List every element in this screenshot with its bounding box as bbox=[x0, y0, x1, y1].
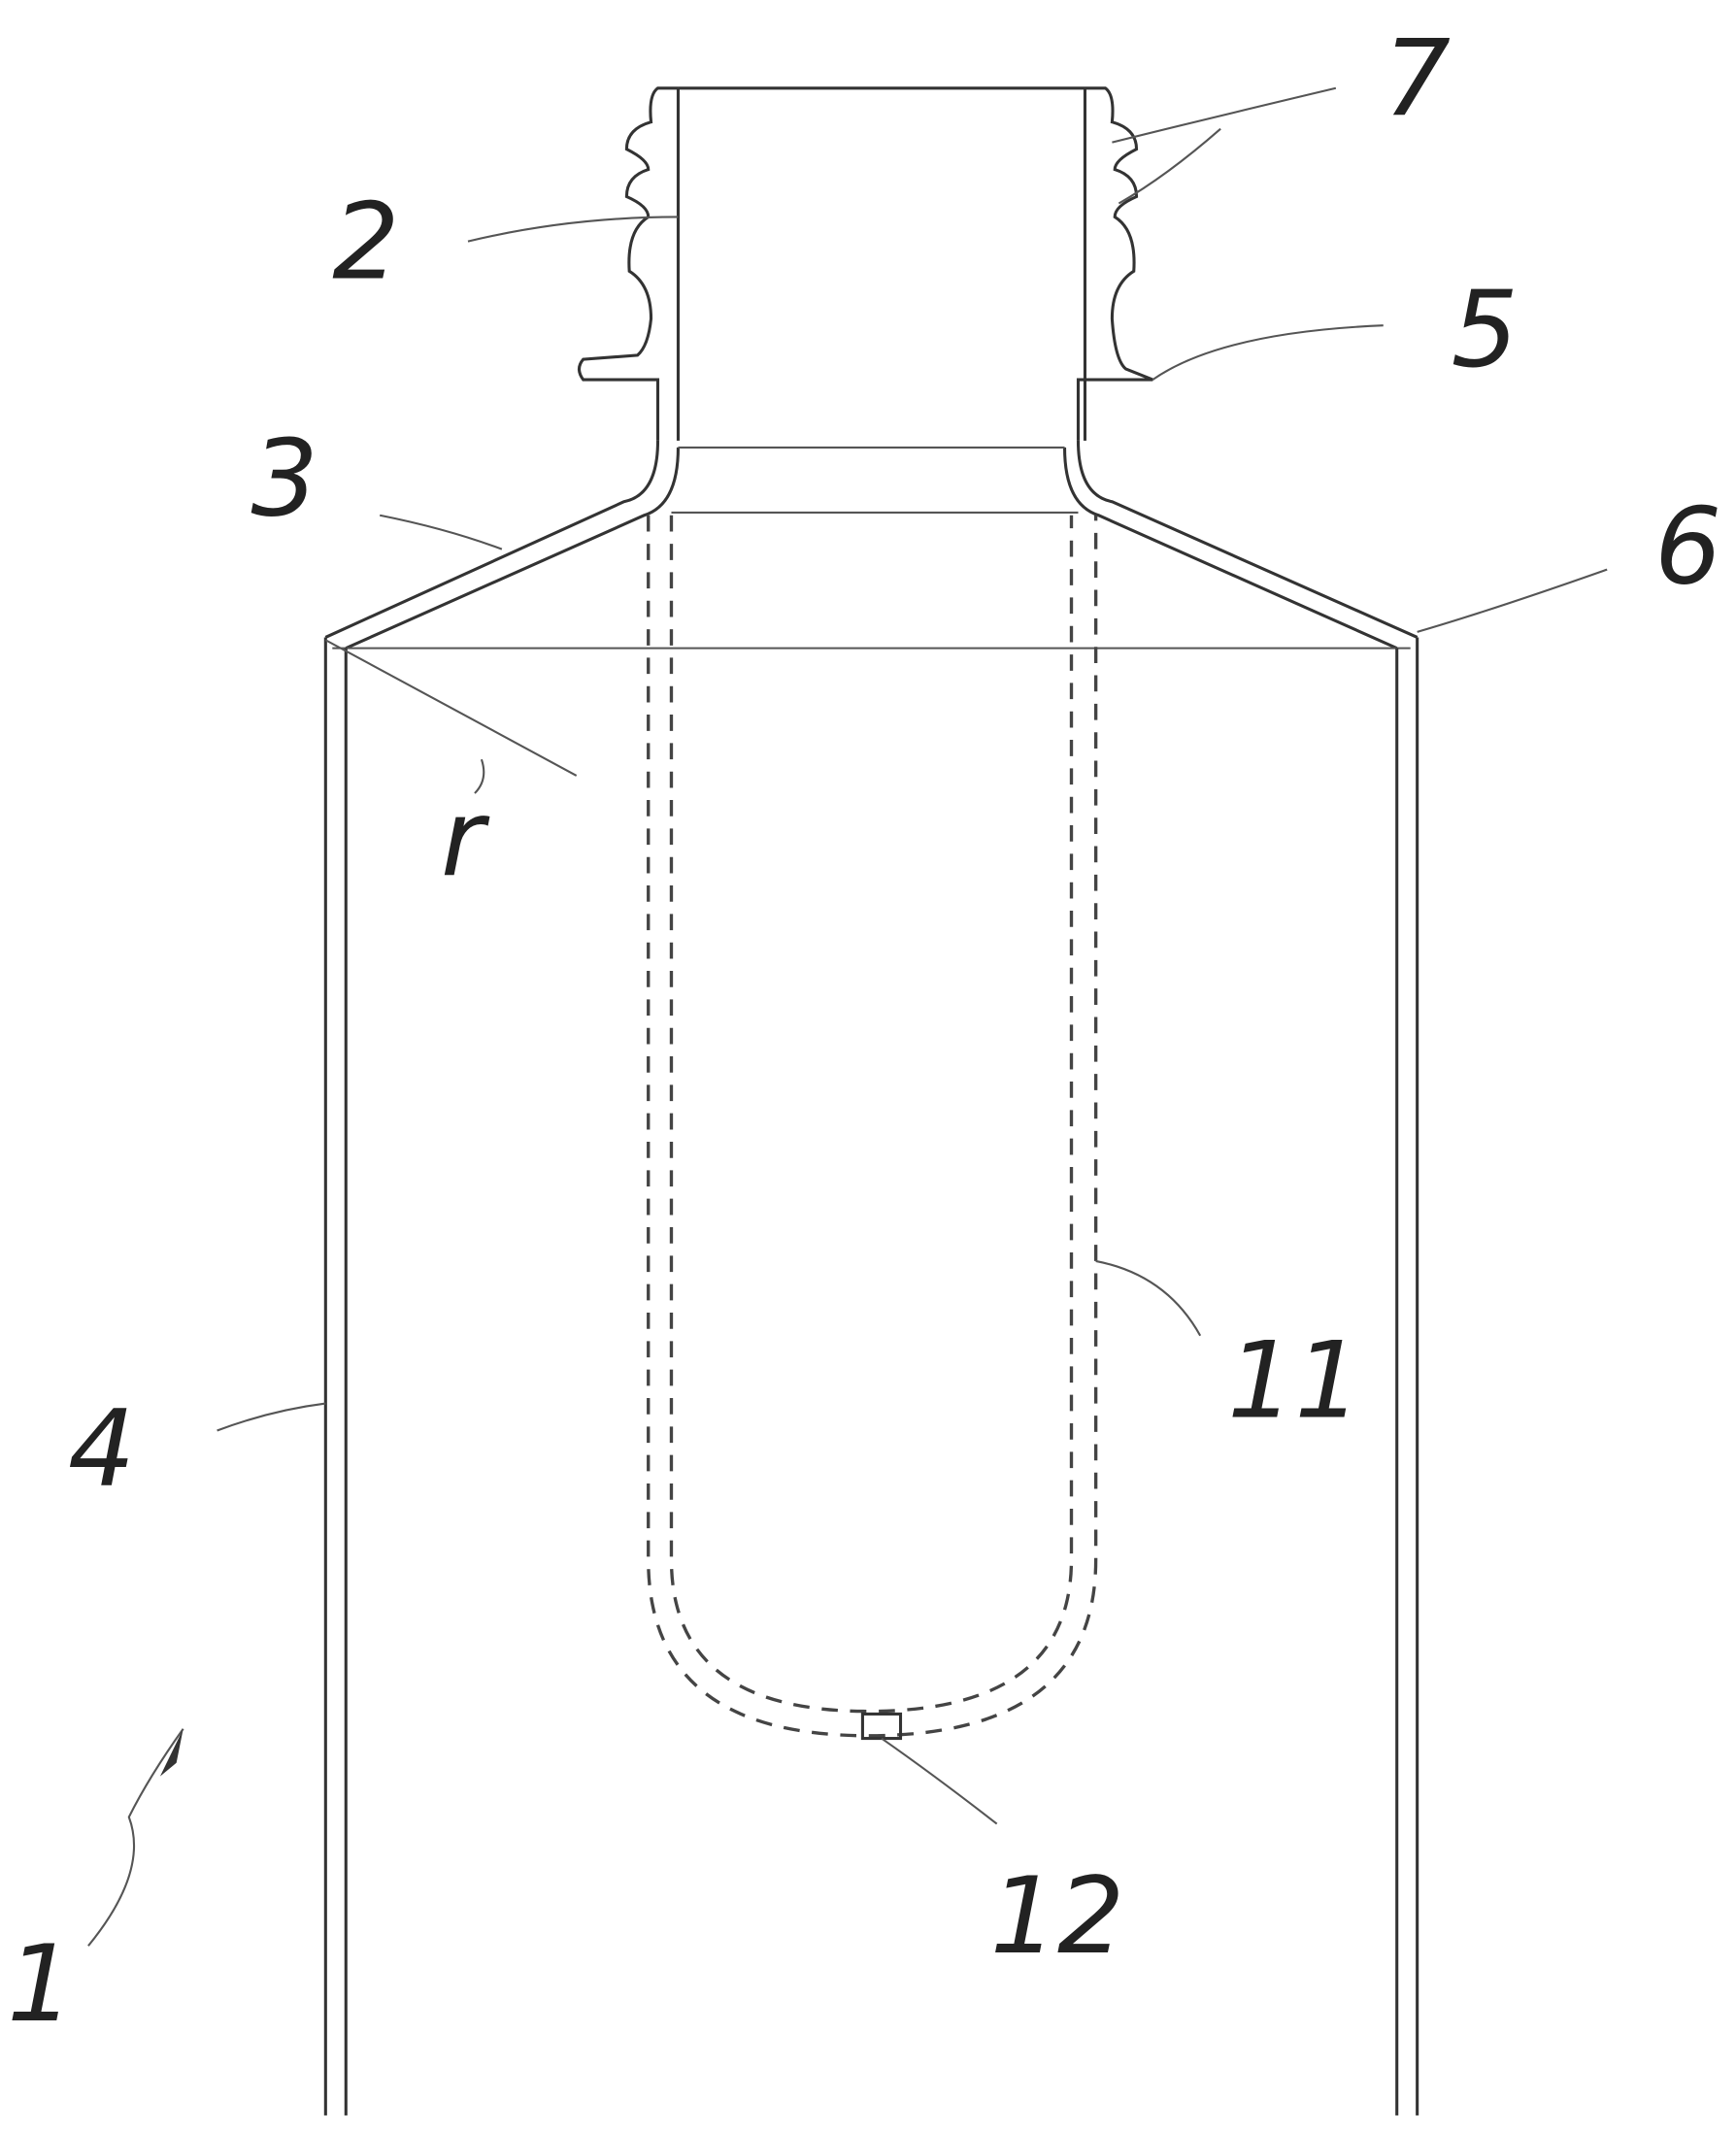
leader-lines bbox=[87, 86, 1608, 1947]
label-injection-point: 12 bbox=[990, 1854, 1125, 1978]
label-neck: 2 bbox=[332, 180, 399, 303]
label-container: 1 bbox=[7, 1922, 74, 2046]
preform-dashed bbox=[647, 515, 1098, 1741]
label-thread: 7 bbox=[1384, 17, 1451, 141]
label-preform: 11 bbox=[1227, 1319, 1362, 1443]
label-radius: r bbox=[441, 777, 490, 900]
reference-labels: 2 7 5 3 6 r 11 4 12 1 bbox=[7, 17, 1721, 2046]
label-body-wall: 4 bbox=[68, 1386, 135, 1510]
container-outline bbox=[323, 86, 1419, 2116]
label-shoulder: 3 bbox=[251, 417, 318, 541]
label-support-ring: 5 bbox=[1452, 268, 1519, 391]
label-edge: 6 bbox=[1654, 485, 1721, 609]
